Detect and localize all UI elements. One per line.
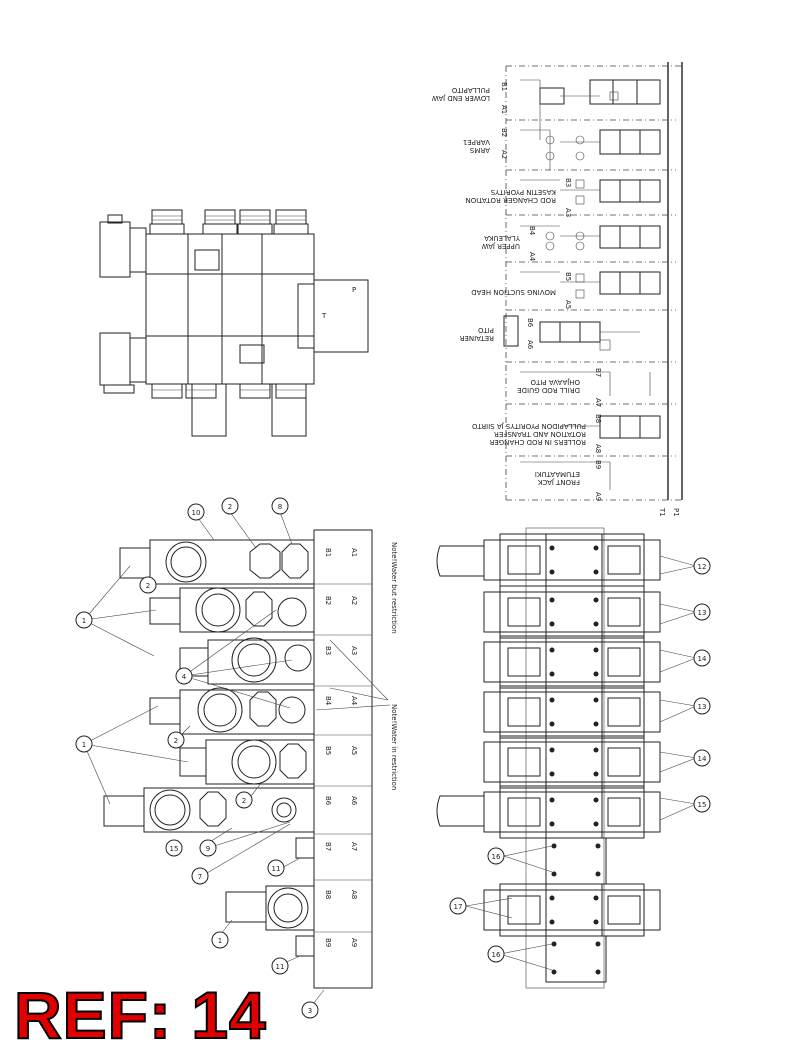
side-port-a8: A8	[350, 890, 358, 899]
side-port-a2: A2	[350, 596, 358, 605]
section-4-label: YLALEUKA	[484, 234, 521, 242]
port-label-b8: B8	[594, 414, 602, 423]
callout-11b: 11	[276, 963, 285, 971]
side-port-b7: B7	[324, 842, 332, 851]
callout-16b: 16	[492, 951, 501, 959]
callout-2d: 2	[242, 797, 246, 805]
port-label-a8: A8	[594, 444, 602, 453]
port-p-label: P	[352, 286, 356, 294]
callout-8a: 8	[278, 503, 282, 511]
side-port-b6: B6	[324, 796, 332, 806]
top-view: T P	[99, 209, 369, 437]
port-label-b9: B9	[594, 460, 602, 469]
callout-2b: 2	[146, 582, 150, 590]
side-port-a1: A1	[350, 548, 358, 557]
section-3-label-en: ROD CHANGER ROTATION	[465, 196, 556, 204]
port-label-b4: B4	[528, 226, 536, 236]
callout-1a: 1	[82, 617, 86, 625]
callout-14b: 14	[698, 755, 707, 763]
callout-12: 12	[698, 563, 707, 571]
side-port-b4: B4	[324, 696, 332, 706]
callout-14a: 14	[698, 655, 707, 663]
section-9-label-en: FRONT JACK	[537, 478, 580, 486]
note-water-restriction: Note!Water in restriction	[390, 704, 398, 790]
section-8-label-en: ROTATION AND TRANSFER	[494, 430, 586, 438]
port-label-b5: B5	[564, 272, 572, 281]
port-t1-label: T1	[658, 507, 666, 517]
port-label-a9: A9	[594, 492, 602, 501]
callout-16a: 16	[492, 853, 501, 861]
callout-1c: 1	[218, 937, 222, 945]
port-label-a1: A1	[500, 105, 508, 114]
port-label-b3: B3	[564, 178, 572, 187]
side-port-b5: B5	[324, 746, 332, 755]
side-port-b8: B8	[324, 890, 332, 899]
section-8-label-en2: ROLLERS IN ROD CHANGER	[489, 438, 586, 446]
section-3-label: KASETIN PYORITYS	[490, 188, 556, 196]
front-view: 12 13 14 13 14 15 16 17 16	[436, 527, 711, 989]
side-port-b9: B9	[324, 938, 332, 947]
callout-15a: 15	[170, 845, 179, 853]
section-1-label-en: LOWER END JAW	[432, 94, 490, 102]
side-port-a6: A6	[350, 796, 358, 806]
section-9-label: ETUMAATUKI	[535, 470, 580, 478]
section-8-label: PULLAPIDON PYORITYS JA SIIRTO	[471, 422, 586, 430]
section-1-label: PULLAPITO	[451, 86, 490, 94]
port-label-b1: B1	[500, 82, 508, 91]
side-port-a4: A4	[350, 696, 358, 706]
callout-17: 17	[454, 903, 463, 911]
side-port-b3: B3	[324, 646, 332, 655]
port-t-label: T	[321, 312, 327, 320]
reference-label: REF: 14	[13, 978, 267, 1052]
callout-4: 4	[182, 673, 187, 681]
section-5-label: MOVING SUCTION HEAD	[471, 288, 556, 296]
callout-15b: 15	[698, 801, 707, 809]
side-port-a5: A5	[350, 746, 358, 755]
section-6-label: PITO	[477, 326, 494, 334]
port-label-b2: B2	[500, 128, 508, 137]
callout-13a: 13	[698, 609, 707, 617]
callout-10: 10	[192, 509, 201, 517]
port-label-a5: A5	[564, 300, 572, 309]
note-water-no-restriction: Note!Water but restriction	[390, 542, 398, 634]
port-label-b6: B6	[526, 318, 534, 328]
port-label-a6: A6	[526, 340, 534, 350]
side-port-a3: A3	[350, 646, 358, 655]
callout-2a: 2	[228, 503, 232, 511]
callout-9: 9	[206, 845, 210, 853]
side-port-a7: A7	[350, 842, 358, 851]
section-2-label: VARPE1	[463, 138, 490, 146]
hydraulic-schematic: A1 B1 A2 B2 A3 B3 A4 B4 A5 B5 A6 B6 A7 B…	[432, 62, 683, 517]
section-7-label: OHJAAVA PITO	[530, 378, 580, 386]
section-7-label-en: DRILL ROD GUIDE	[517, 386, 580, 394]
side-port-b1: B1	[324, 548, 332, 557]
port-label-a4: A4	[528, 252, 536, 262]
port-label-a7: A7	[594, 398, 602, 407]
callout-1b: 1	[82, 741, 86, 749]
port-label-a3: A3	[564, 208, 572, 217]
callout-2c: 2	[174, 737, 178, 745]
callout-11a: 11	[272, 865, 281, 873]
section-2-label-en: ARMS	[469, 146, 490, 154]
side-port-a9: A9	[350, 938, 358, 947]
callout-7: 7	[198, 873, 202, 881]
side-port-b2: B2	[324, 596, 332, 605]
section-6-label-en: RETAINER	[459, 334, 494, 342]
port-p1-label: P1	[672, 508, 680, 517]
callout-13b: 13	[698, 703, 707, 711]
section-4-label-en: UPPER JAW	[482, 242, 520, 250]
port-label-a2: A2	[500, 150, 508, 159]
callout-3: 3	[308, 1007, 312, 1015]
side-view: B1 A1 B2 A2 B3 A3 B4 A4 B5 A5 B6 A6 B7 A…	[75, 497, 398, 1019]
port-label-b7: B7	[594, 368, 602, 377]
